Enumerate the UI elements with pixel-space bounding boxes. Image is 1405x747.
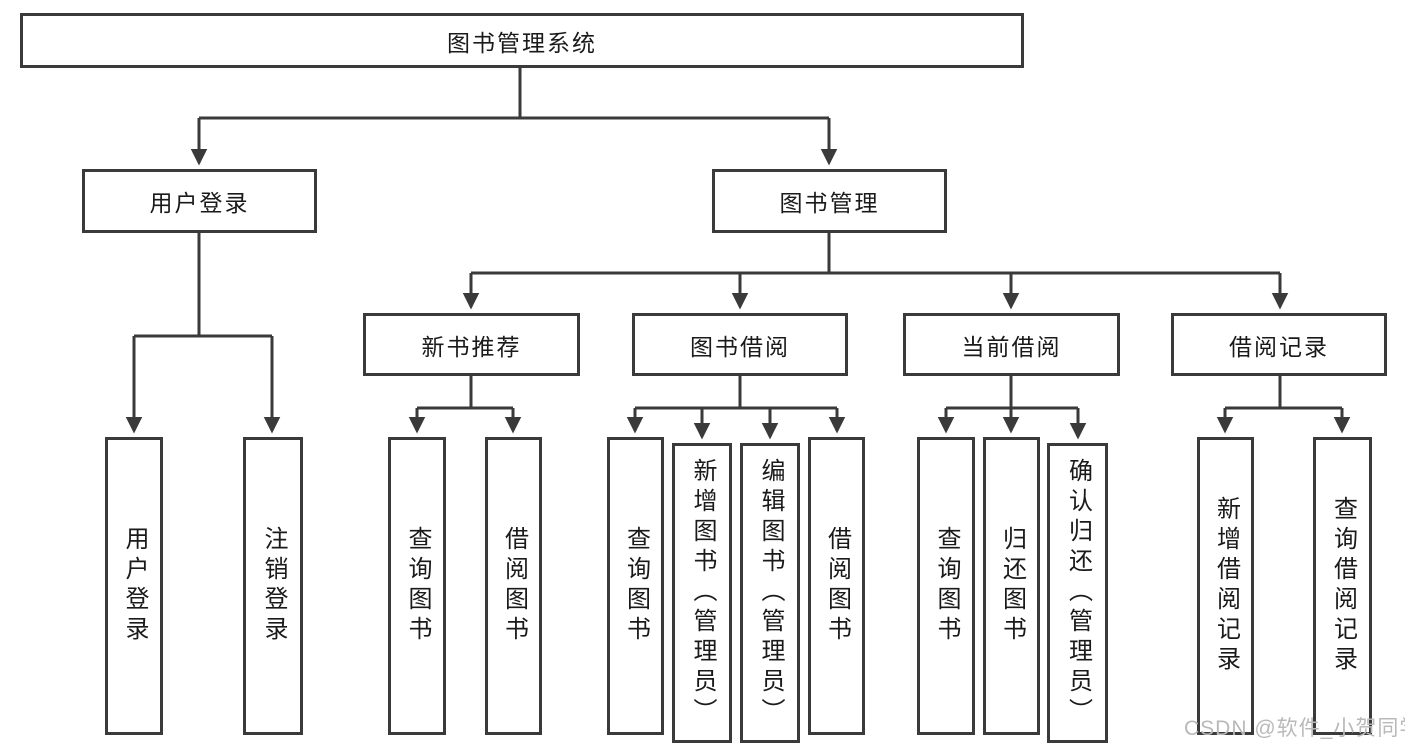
leaf-user-login-label: 用户登录 (121, 526, 148, 646)
node-current-borrow-label: 当前借阅 (961, 333, 1062, 360)
node-book-borrow: 图书借阅 (632, 313, 848, 376)
leaf-bb-edit-book-admin: 编辑图书（管理员） (740, 443, 800, 743)
leaf-br-query-record-label: 查询借阅记录 (1329, 496, 1357, 676)
leaf-cb-query-book-label: 查询图书 (933, 526, 960, 646)
leaf-bb-add-book-admin: 新增图书（管理员） (672, 443, 732, 743)
leaf-logout: 注销登录 (243, 437, 303, 735)
leaf-nb-borrow-book: 借阅图书 (485, 437, 542, 735)
leaf-br-add-record-label: 新增借阅记录 (1212, 496, 1240, 676)
leaf-user-login: 用户登录 (105, 437, 163, 735)
leaf-bb-query-book: 查询图书 (607, 437, 664, 735)
leaf-cb-confirm-return-admin-label: 确认归还（管理员） (1064, 458, 1092, 728)
leaf-cb-confirm-return-admin: 确认归还（管理员） (1047, 443, 1108, 743)
node-root-label: 图书管理系统 (447, 29, 597, 56)
node-book-borrow-label: 图书借阅 (690, 333, 790, 360)
leaf-br-add-record: 新增借阅记录 (1197, 437, 1254, 735)
tree-trunk-lines (134, 68, 1342, 410)
leaf-bb-borrow-book-label: 借阅图书 (823, 526, 851, 646)
node-root: 图书管理系统 (20, 13, 1024, 68)
leaf-cb-return-book-label: 归还图书 (998, 526, 1026, 646)
leaf-bb-query-book-label: 查询图书 (622, 526, 650, 646)
node-borrow-record: 借阅记录 (1171, 313, 1387, 376)
node-borrow-record-label: 借阅记录 (1229, 333, 1329, 360)
node-book-management-label: 图书管理 (779, 190, 880, 216)
node-user-login: 用户登录 (82, 169, 317, 233)
leaf-logout-label: 注销登录 (260, 526, 287, 646)
leaf-nb-borrow-book-label: 借阅图书 (500, 526, 528, 646)
node-book-management: 图书管理 (712, 169, 947, 233)
leaf-cb-return-book: 归还图书 (983, 437, 1040, 735)
leaf-br-query-record: 查询借阅记录 (1313, 437, 1372, 735)
leaf-nb-query-book-label: 查询图书 (404, 526, 431, 646)
leaf-bb-add-book-admin-label: 新增图书（管理员） (689, 458, 716, 728)
leaf-bb-borrow-book: 借阅图书 (808, 437, 865, 735)
node-current-borrow: 当前借阅 (903, 313, 1120, 376)
leaf-cb-query-book: 查询图书 (917, 437, 975, 735)
node-new-book-recommend-label: 新书推荐 (421, 333, 522, 360)
node-user-login-label: 用户登录 (149, 190, 250, 216)
leaf-bb-edit-book-admin-label: 编辑图书（管理员） (757, 458, 784, 728)
leaf-nb-query-book: 查询图书 (388, 437, 446, 735)
watermark: CSDN @软件_小贺同学 (1184, 717, 1405, 740)
node-new-book-recommend: 新书推荐 (363, 313, 580, 376)
